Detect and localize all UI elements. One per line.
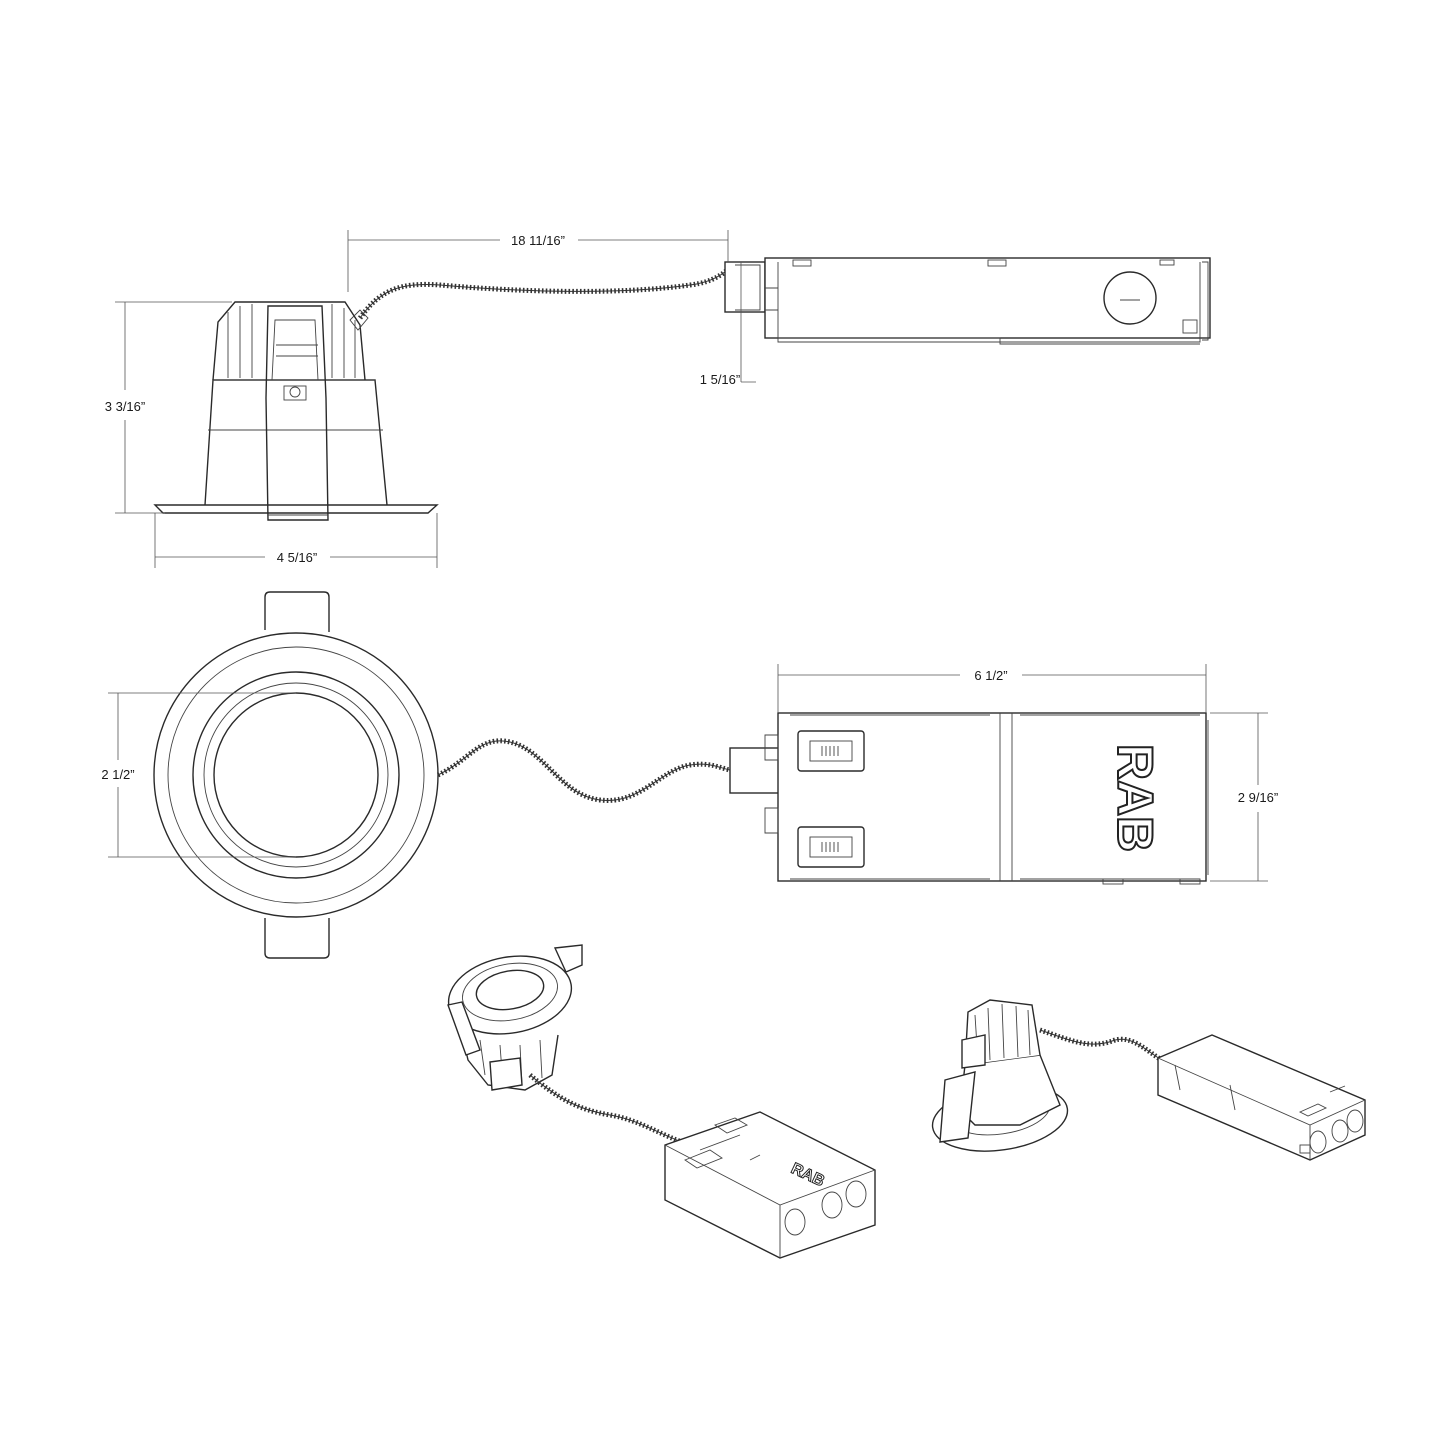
rab-logo: RAB [1107, 744, 1163, 852]
side-heat-sink [212, 301, 366, 381]
side-junction-box [724, 257, 1211, 345]
top-mounting-tab-upper [264, 591, 330, 632]
dim-aperture: 2 1/2” [101, 692, 296, 858]
side-flex-cord [357, 264, 734, 320]
knockout-lower [797, 826, 865, 868]
dim-junction-box-width: 2 9/16” [1210, 712, 1278, 882]
dim-label-aperture: 2 1/2” [101, 767, 134, 782]
dim-label-junction-box-length: 6 1/2” [974, 668, 1007, 683]
top-junction-box: RAB [729, 712, 1209, 885]
side-mounting-clip [265, 305, 329, 521]
top-mounting-tab-lower [264, 918, 330, 959]
dim-label-housing-height: 3 3/16” [105, 399, 145, 414]
side-trim-flange [153, 504, 439, 514]
isometric-view-right [931, 999, 1366, 1161]
dim-junction-box-height: 1 5/16” [700, 262, 756, 387]
dim-label-cord-length: 18 11/16” [511, 233, 565, 248]
side-view: 18 11/16” 3 3/16” 4 5/16” 1 5/16” [105, 230, 1211, 568]
dim-label-trim-diameter: 4 5/16” [277, 550, 317, 565]
isometric-view-left: RAB [447, 944, 876, 1259]
top-flex-cord [436, 738, 731, 803]
dim-housing-height: 3 3/16” [105, 301, 232, 514]
dim-label-junction-box-width: 2 9/16” [1238, 790, 1278, 805]
top-trim-ring [153, 632, 439, 918]
dim-junction-box-length: 6 1/2” [777, 664, 1207, 713]
dim-label-junction-box-height: 1 5/16” [700, 372, 740, 387]
knockout-upper [797, 730, 865, 772]
top-view: RAB 2 1/2” 6 1/2” 2 9/16” [101, 591, 1278, 959]
dim-trim-diameter: 4 5/16” [154, 513, 438, 568]
dim-cord-length: 18 11/16” [347, 230, 729, 292]
side-cone-housing [204, 379, 388, 506]
